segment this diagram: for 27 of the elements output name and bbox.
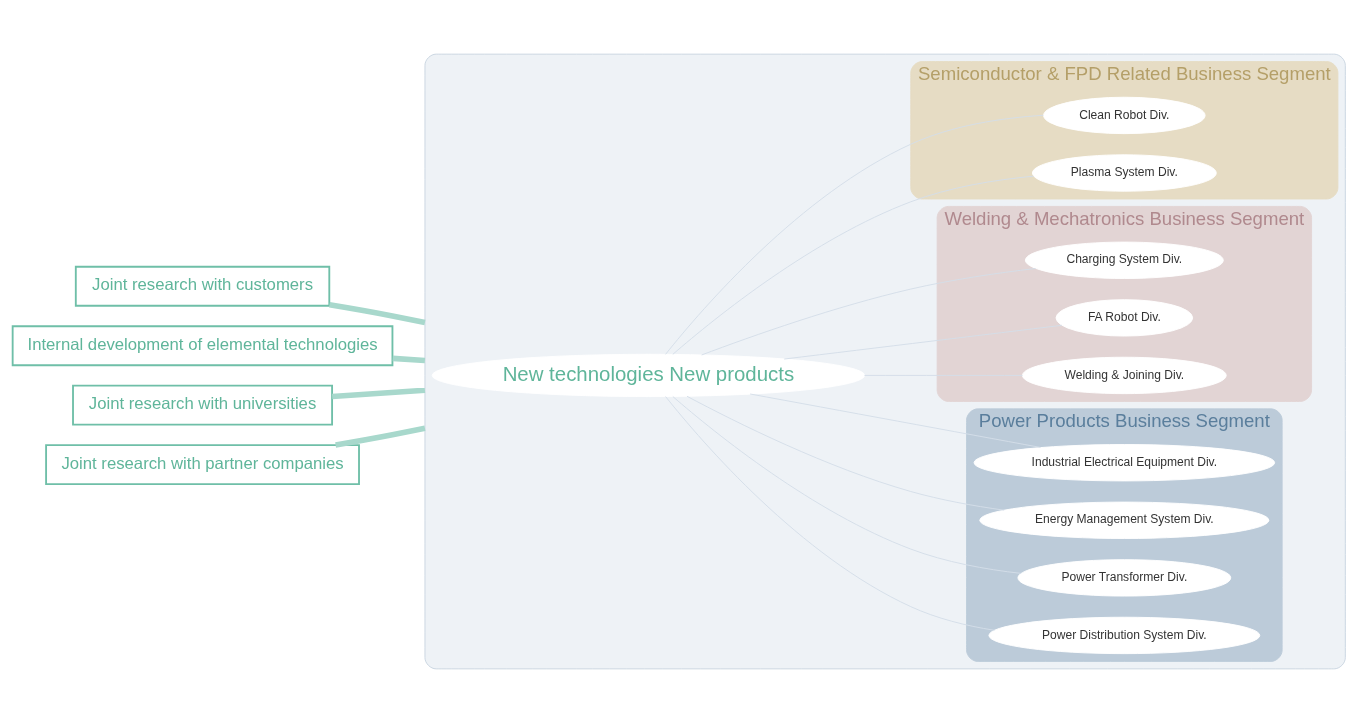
node-box: Internal development of elemental technologies <box>11 324 394 366</box>
connector <box>332 387 426 399</box>
node-ellipse: Power Distribution System Div. <box>988 616 1261 654</box>
connector <box>783 324 1063 359</box>
connector <box>335 425 426 448</box>
connector <box>665 114 1044 355</box>
cluster <box>424 53 1346 669</box>
connector <box>701 267 1037 355</box>
node-ellipse: Plasma System Div. <box>1031 153 1217 192</box>
node-ellipse: Industrial Electrical Equipment Div. <box>973 443 1276 481</box>
connector <box>672 175 1034 355</box>
node-ellipse: Energy Management System Div. <box>979 501 1270 539</box>
node-ellipse: Welding & Joining Div. <box>1022 356 1227 394</box>
connector <box>686 395 1005 511</box>
node-box: Joint research with universities <box>72 384 333 426</box>
node-box: Joint research with customers <box>74 265 331 307</box>
node-ellipse: Charging System Div. <box>1024 241 1224 279</box>
node-ellipse: Clean Robot Div. <box>1043 96 1206 134</box>
node-box: Joint research with partner companies <box>45 443 360 485</box>
connector <box>392 355 426 363</box>
connector <box>672 395 1022 574</box>
connector <box>665 395 995 631</box>
connector <box>329 301 426 325</box>
node-ellipse: Power Transformer Div. <box>1017 558 1232 597</box>
connector <box>749 393 1041 448</box>
node-ellipse: New technologies New products <box>431 353 865 397</box>
node-ellipse: FA Robot Div. <box>1055 298 1194 337</box>
